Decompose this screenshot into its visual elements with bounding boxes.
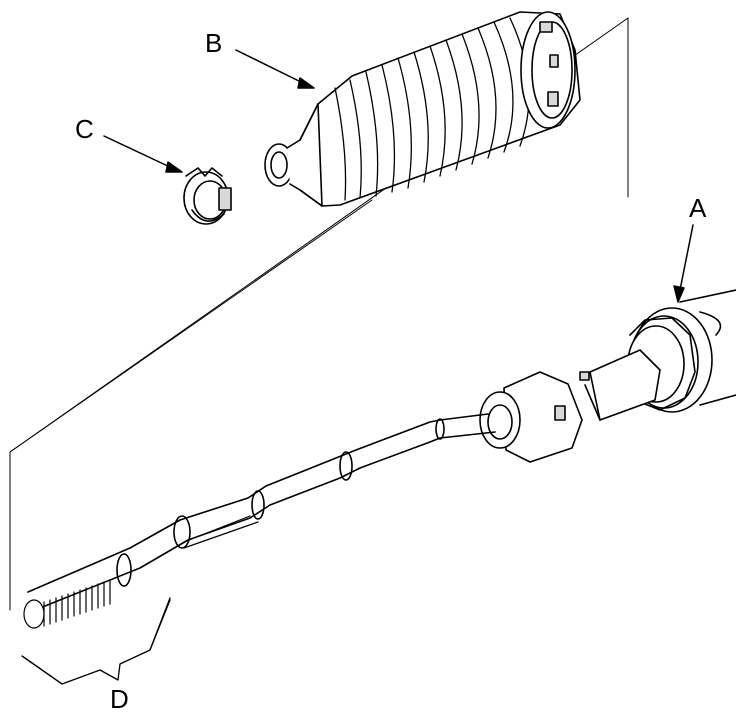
callout-label-b: B xyxy=(205,28,223,58)
threaded-end xyxy=(24,580,110,628)
tie-rod-shaft xyxy=(28,414,495,608)
bellows-boot xyxy=(265,12,580,206)
bellows-pleats xyxy=(335,18,529,200)
dimension-bracket xyxy=(22,598,170,684)
ball-joint xyxy=(480,350,660,462)
callout-arrows xyxy=(104,50,693,302)
boot-clamp xyxy=(184,168,231,224)
callout-label-a: A xyxy=(689,193,707,223)
callout-label-c: C xyxy=(75,114,94,144)
callout-label-d: D xyxy=(110,684,129,714)
